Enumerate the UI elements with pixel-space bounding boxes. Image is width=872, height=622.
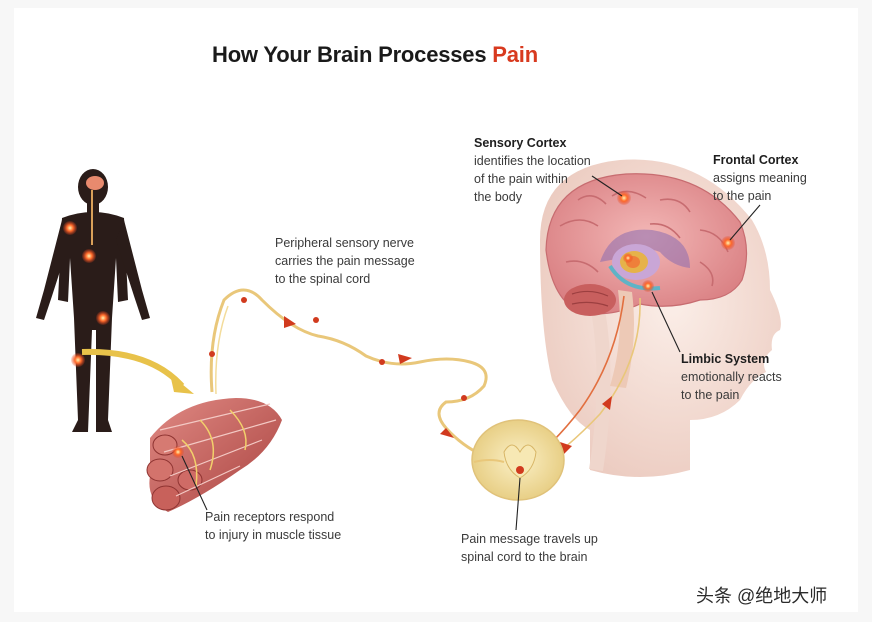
brain xyxy=(527,173,748,471)
limbic-system-line-2: to the pain xyxy=(681,388,740,402)
pain-receptors-line-1: Pain receptors respond xyxy=(205,510,335,524)
leader-lines xyxy=(181,175,761,531)
frontal-cortex-line-1: assigns meaning xyxy=(713,171,807,185)
peripheral-nerve-line-3: to the spinal cord xyxy=(275,272,371,286)
limbic-system-label: Limbic System emotionally reacts to the … xyxy=(681,350,782,404)
diagram-title: How Your Brain Processes Pain xyxy=(212,42,538,68)
peripheral-nerve-line-1: Peripheral sensory nerve xyxy=(275,236,414,250)
sensory-cortex-heading: Sensory Cortex xyxy=(474,136,567,150)
frontal-cortex-heading: Frontal Cortex xyxy=(713,153,799,167)
muscle-tissue xyxy=(146,398,282,512)
title-accent: Pain xyxy=(492,42,538,67)
title-main: How Your Brain Processes xyxy=(212,42,493,67)
spinal-message-line-1: Pain message travels up xyxy=(461,532,598,546)
limbic-system-heading: Limbic System xyxy=(681,352,770,366)
frontal-cortex-label: Frontal Cortex assigns meaning to the pa… xyxy=(713,151,807,205)
sensory-cortex-line-1: identifies the location xyxy=(474,154,591,168)
pain-receptors-line-2: to injury in muscle tissue xyxy=(205,528,342,542)
frontal-cortex-line-2: to the pain xyxy=(713,189,772,203)
human-body-figure xyxy=(36,169,150,432)
spinal-cord-cross-section xyxy=(471,419,565,501)
watermark: 头条 @绝地大师 xyxy=(696,586,828,606)
nerve-signal-arrows xyxy=(209,297,467,438)
sensory-cortex-line-2: of the pain within xyxy=(474,172,568,186)
sensory-cortex-line-3: the body xyxy=(474,190,522,204)
injury-arrowhead xyxy=(170,374,194,394)
spinal-message-line-2: spinal cord to the brain xyxy=(461,550,588,564)
spinal-message-label: Pain message travels up spinal cord to t… xyxy=(461,530,598,566)
peripheral-nerve-label: Peripheral sensory nerve carries the pai… xyxy=(275,234,415,288)
sensory-cortex-label: Sensory Cortex identifies the location o… xyxy=(474,134,591,206)
peripheral-nerve xyxy=(209,288,521,466)
limbic-system-line-1: emotionally reacts xyxy=(681,370,782,384)
peripheral-nerve-line-2: carries the pain message xyxy=(275,254,415,268)
pain-receptors-label: Pain receptors respond to injury in musc… xyxy=(205,508,341,544)
